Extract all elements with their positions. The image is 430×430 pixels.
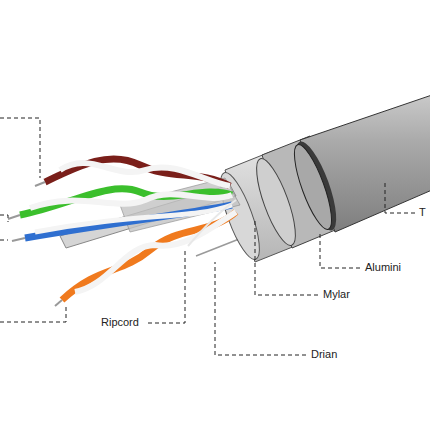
part-label: Alumini — [364, 261, 402, 274]
part-label: Mylar — [322, 288, 351, 301]
leader-lines — [0, 118, 415, 355]
part-label: T — [418, 206, 427, 219]
part-label: Drian — [310, 348, 338, 361]
part-label: Ripcord — [100, 316, 140, 329]
